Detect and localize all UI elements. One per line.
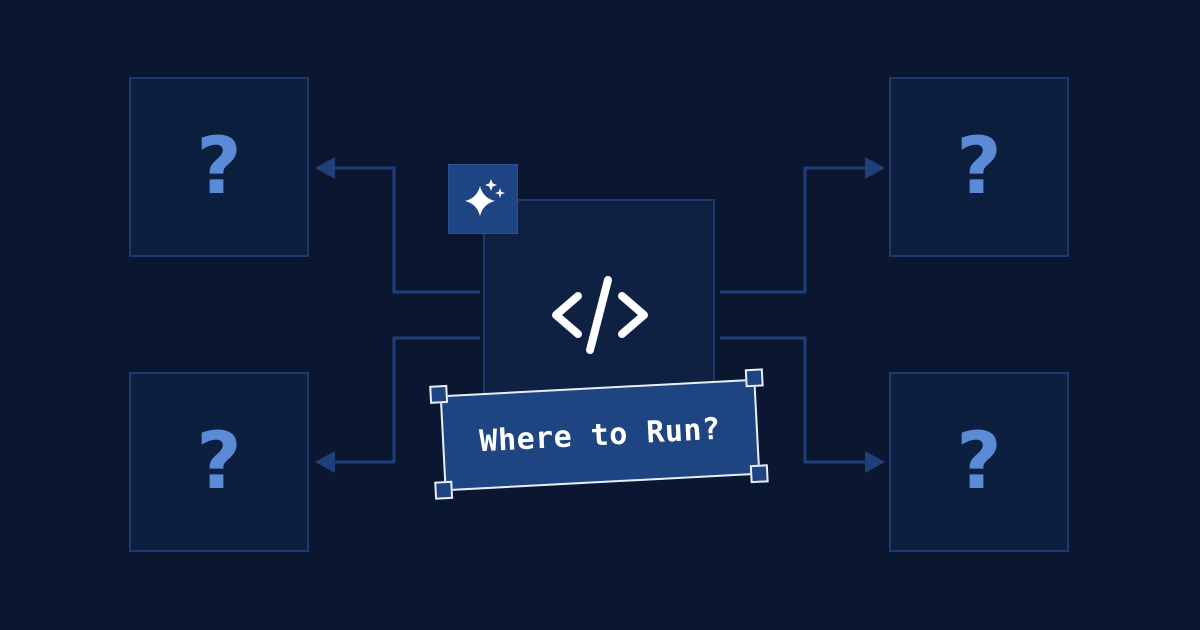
question-mark: ? bbox=[196, 122, 242, 212]
resize-handle-bottom-left bbox=[434, 480, 454, 500]
connector-bottom-right bbox=[720, 336, 870, 464]
sparkle-badge bbox=[448, 164, 518, 234]
connector-top-right bbox=[720, 166, 870, 294]
arrowhead-bottom-left bbox=[315, 451, 335, 473]
resize-handle-top-right bbox=[744, 368, 764, 388]
question-mark: ? bbox=[956, 122, 1002, 212]
destination-box-bottom-left: ? bbox=[129, 372, 309, 552]
question-mark: ? bbox=[956, 417, 1002, 507]
label-box: Where to Run? bbox=[439, 378, 761, 492]
question-mark: ? bbox=[196, 417, 242, 507]
connector-top-left bbox=[330, 166, 480, 294]
arrowhead-top-right bbox=[865, 157, 885, 179]
where-to-run-label: Where to Run? bbox=[429, 368, 769, 500]
destination-box-bottom-right: ? bbox=[889, 372, 1069, 552]
connector-bottom-left bbox=[330, 336, 480, 464]
resize-handle-top-left bbox=[429, 384, 449, 404]
arrowhead-bottom-right bbox=[865, 451, 885, 473]
destination-box-top-left: ? bbox=[129, 77, 309, 257]
resize-handle-bottom-right bbox=[749, 464, 769, 484]
label-text: Where to Run? bbox=[478, 411, 722, 459]
destination-box-top-right: ? bbox=[889, 77, 1069, 257]
code-brackets-icon bbox=[552, 276, 648, 354]
arrowhead-top-left bbox=[315, 157, 335, 179]
sparkle-icon bbox=[465, 179, 505, 216]
